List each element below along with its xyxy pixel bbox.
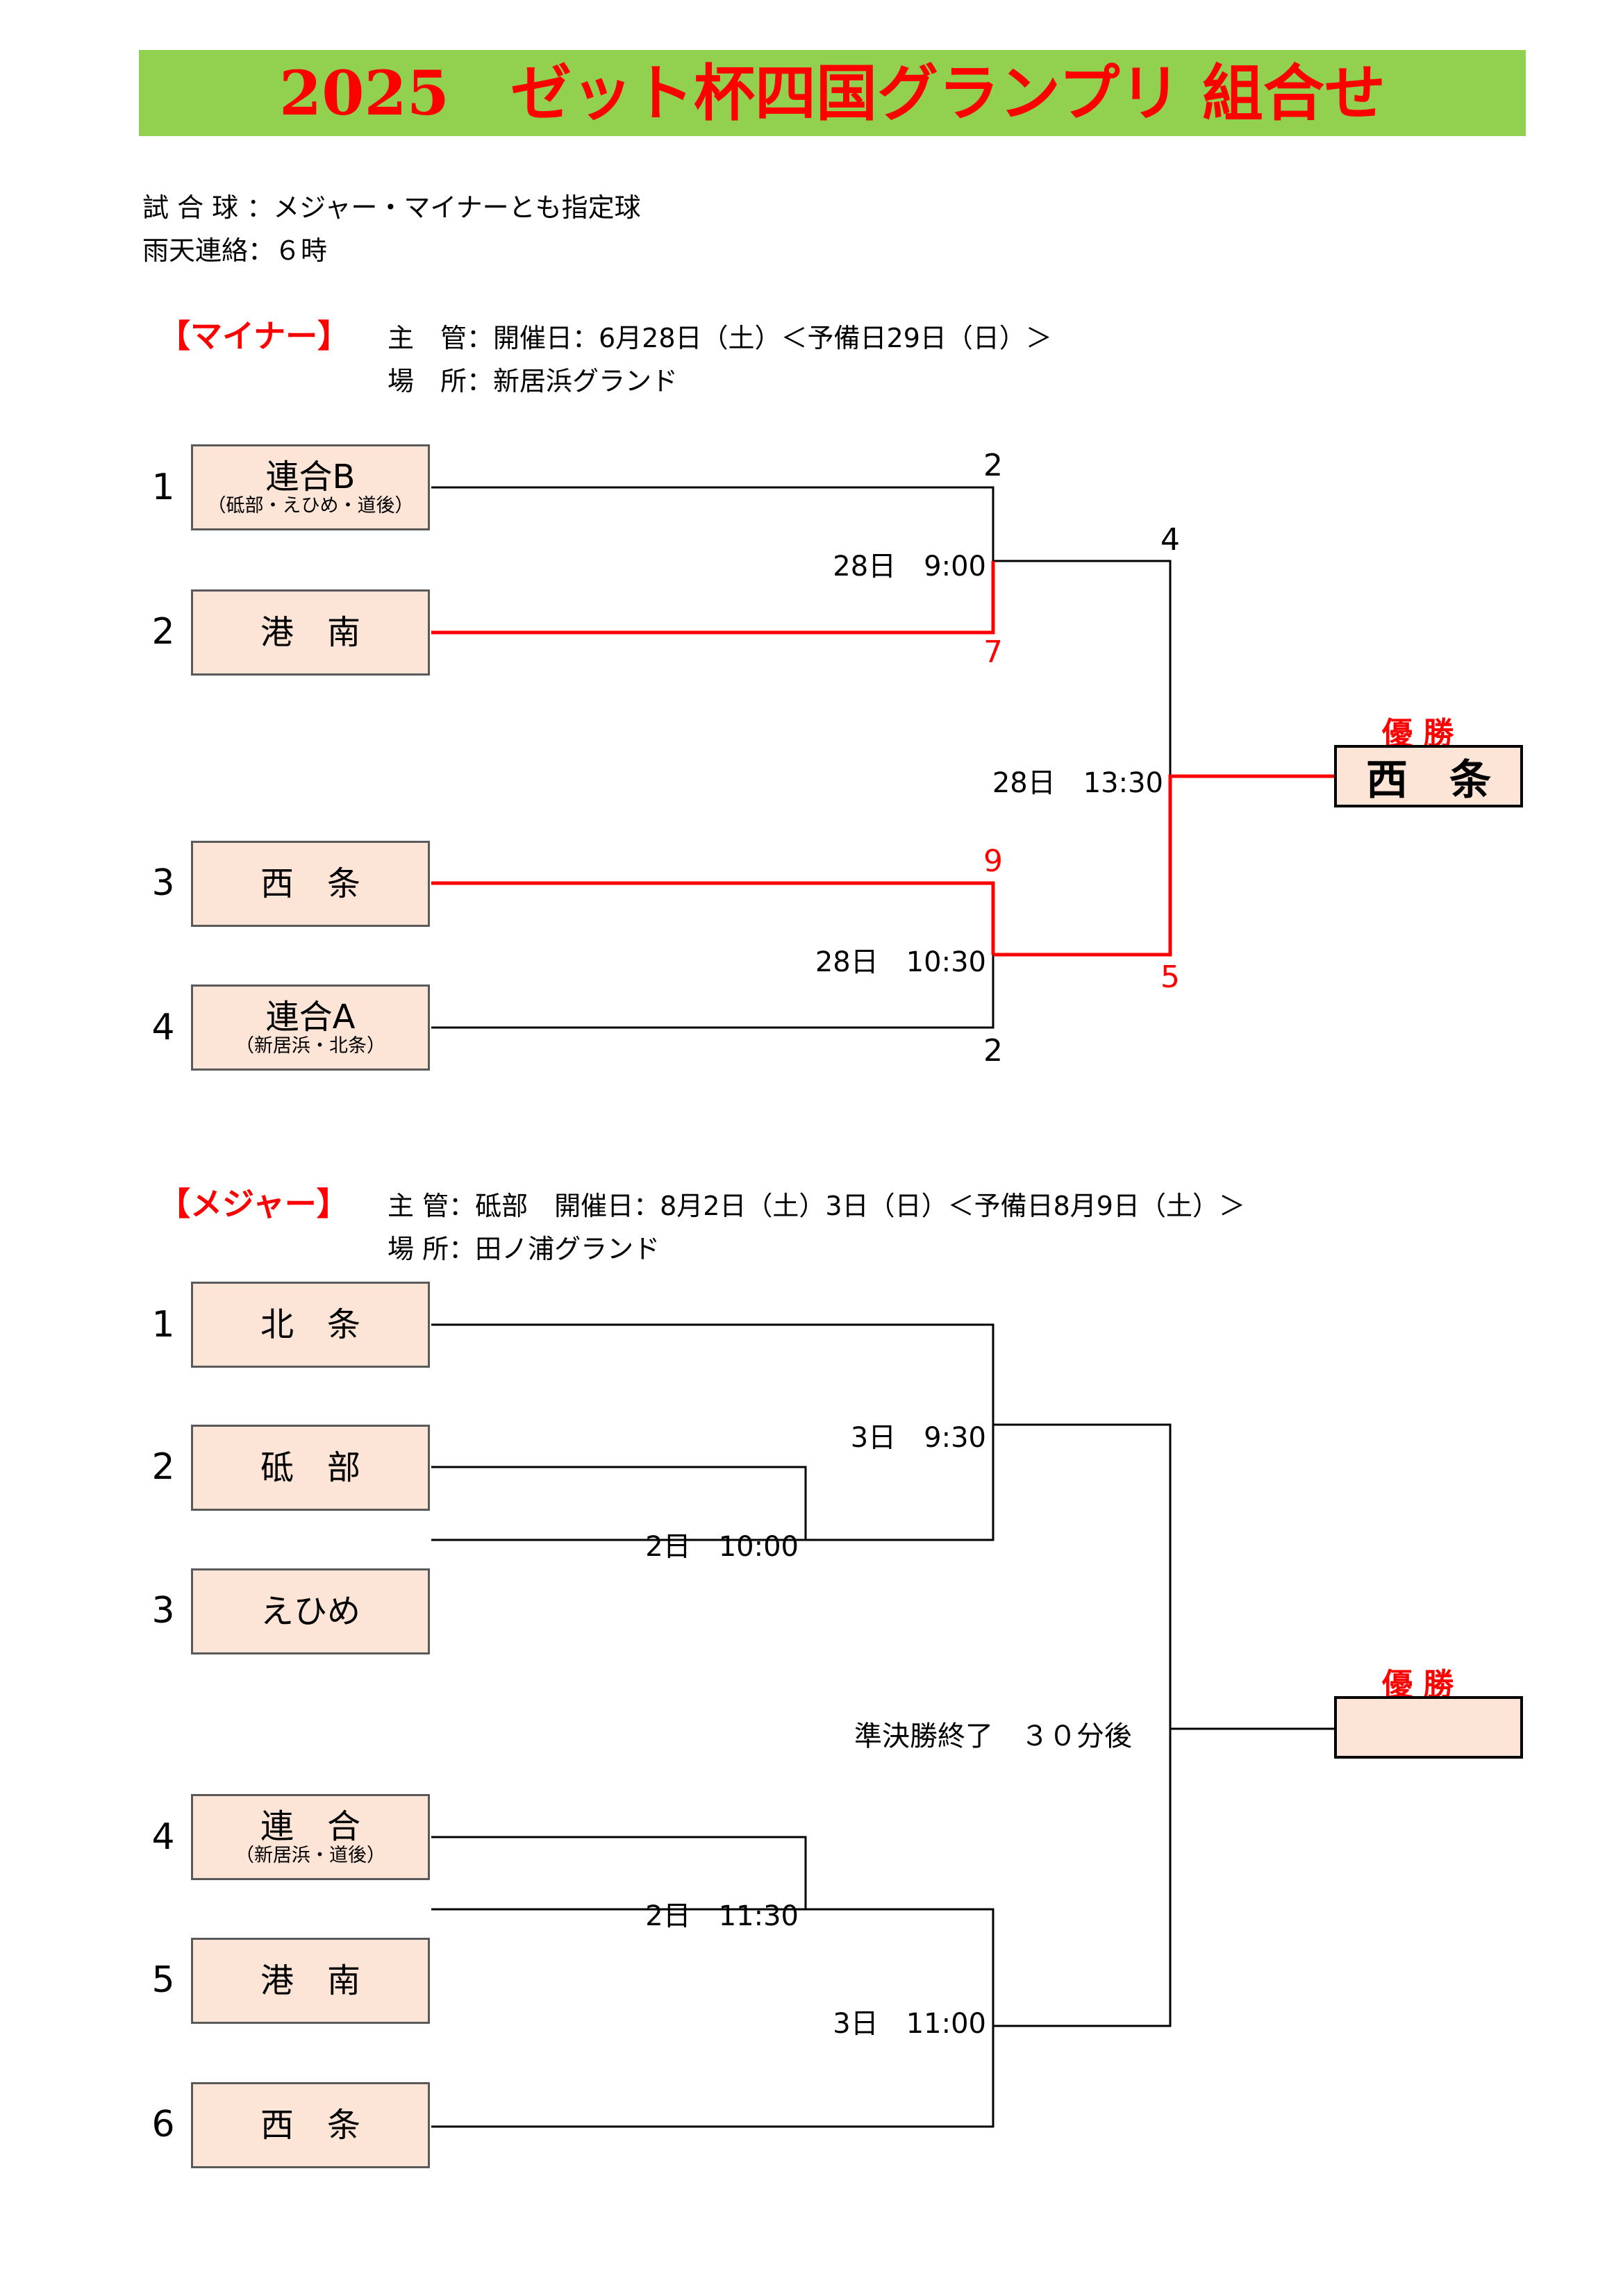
major-champion-box [1334, 1696, 1523, 1759]
champion-name: 西 条 [1366, 755, 1491, 805]
major-seed-1: 1 [151, 1304, 175, 1346]
team-name: 西 条 [260, 2105, 360, 2145]
team-name: 港 南 [260, 612, 360, 652]
major-team-5: 港 南 [191, 1938, 430, 2024]
minor-champion-box: 西 条 [1334, 745, 1523, 807]
minor-score-m1-top: 2 [983, 448, 1003, 483]
page-title: 2025 ゼット杯四国グランプリ 組合せ [279, 57, 1385, 129]
minor-score-final-top: 4 [1160, 522, 1180, 558]
major-team-3: えひめ [191, 1568, 430, 1654]
minor-section-label: 【マイナー】 [158, 317, 350, 355]
major-section-label: 【メジャー】 [158, 1185, 349, 1223]
team-name: 連合B [265, 457, 356, 496]
minor-seed-1: 1 [151, 467, 175, 508]
major-time-m1-23: 3日 9:30 [850, 1422, 986, 1454]
minor-seed-2: 2 [151, 611, 175, 653]
team-name: 北 条 [260, 1305, 360, 1344]
minor-time-final: 28日 13:30 [992, 767, 1163, 799]
minor-score-m2-bottom: 2 [983, 1033, 1003, 1069]
major-time-final: 準決勝終了 ３０分後 [854, 1720, 1132, 1752]
major-bracket-lines [431, 1323, 1334, 2128]
major-host-info: 主 管：砥部 開催日：8月2日（土）3日（日）＜予備日8月9日（土）＞ [388, 1191, 1245, 1221]
team-name: 港 南 [260, 1961, 360, 2000]
major-seed-4: 4 [151, 1816, 175, 1858]
team-members: （新居浜・北条） [235, 1034, 385, 1057]
team-name: 連 合 [260, 1807, 360, 1846]
minor-team-4: 連合A （新居浜・北条） [191, 984, 430, 1071]
team-members: （新居浜・道後） [235, 1844, 385, 1866]
team-name: えひめ [260, 1591, 360, 1631]
team-members: （砥部・えひめ・道後） [207, 494, 414, 517]
minor-score-m2-top: 9 [983, 844, 1003, 879]
major-team-2: 砥 部 [191, 1425, 430, 1511]
minor-score-final-bottom: 5 [1160, 960, 1180, 995]
major-team-4: 連 合 （新居浜・道後） [191, 1794, 430, 1880]
minor-time-m2: 28日 10:30 [815, 946, 986, 978]
major-team-6: 西 条 [191, 2082, 430, 2168]
minor-bracket-lines [431, 486, 1172, 1029]
ball-info: 試 合 球 ：メジャー・マイナーとも指定球 [142, 192, 641, 223]
major-time-m45: 2日 11:30 [645, 1900, 799, 1932]
major-seed-6: 6 [151, 2104, 175, 2145]
rain-contact-info: 雨天連絡：６時 [142, 235, 328, 266]
team-name: 連合A [265, 997, 356, 1037]
team-name: 西 条 [260, 864, 360, 903]
minor-team-2: 港 南 [191, 589, 430, 676]
major-team-1: 北 条 [191, 1282, 430, 1368]
team-name: 砥 部 [260, 1448, 360, 1487]
minor-host-info: 主 管：開催日：6月28日（土）＜予備日29日（日）＞ [388, 323, 1052, 353]
minor-winner-lines [431, 561, 1334, 957]
minor-team-1: 連合B （砥部・えひめ・道後） [191, 444, 430, 530]
minor-time-m1: 28日 9:00 [833, 551, 986, 583]
major-time-m45-6: 3日 11:00 [833, 2008, 986, 2040]
title-banner [139, 50, 1526, 136]
minor-venue-info: 場 所：新居浜グランド [388, 366, 679, 396]
major-seed-3: 3 [151, 1590, 175, 1632]
minor-team-3: 西 条 [191, 841, 430, 927]
minor-seed-3: 3 [151, 862, 175, 904]
major-time-m23: 2日 10:00 [645, 1531, 799, 1563]
major-seed-2: 2 [151, 1446, 175, 1488]
minor-seed-4: 4 [151, 1007, 175, 1048]
major-seed-5: 5 [151, 1959, 175, 2001]
major-venue-info: 場 所：田ノ浦グランド [388, 1234, 660, 1264]
minor-score-m1-bottom: 7 [983, 635, 1003, 670]
